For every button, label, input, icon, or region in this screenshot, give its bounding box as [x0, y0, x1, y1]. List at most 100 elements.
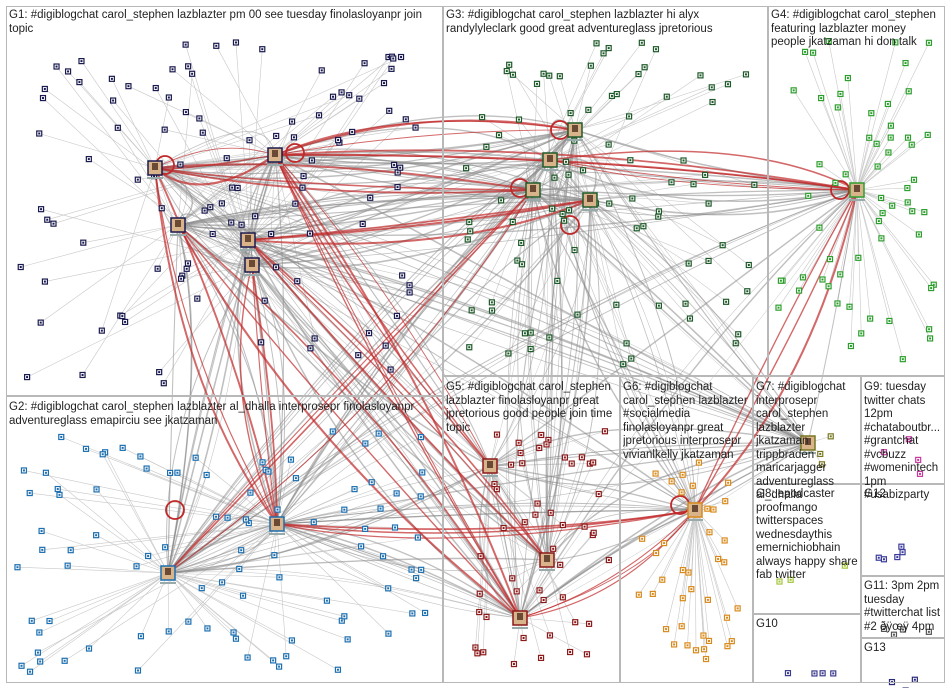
node-fill — [911, 210, 914, 213]
node-fill — [737, 333, 740, 336]
node-fill — [332, 95, 335, 98]
edge — [117, 127, 179, 226]
node-fill — [500, 199, 503, 202]
node-fill — [665, 628, 668, 631]
edge — [856, 189, 920, 235]
reply-edge — [247, 199, 591, 245]
node-fill — [545, 443, 548, 446]
edge — [154, 167, 809, 444]
edge — [140, 456, 278, 525]
hub-avatar — [274, 519, 280, 526]
edge — [137, 523, 278, 671]
node-fill — [16, 566, 19, 569]
node-fill — [682, 159, 685, 162]
node-fill — [746, 290, 749, 293]
node-fill — [318, 114, 321, 117]
node-fill — [221, 581, 224, 584]
node-fill — [358, 97, 361, 100]
node-fill — [100, 329, 103, 332]
node-fill — [191, 72, 194, 75]
node-fill — [139, 455, 142, 458]
edge — [489, 129, 578, 467]
edge — [849, 189, 858, 307]
reply-edge — [274, 129, 576, 156]
node-fill — [628, 115, 631, 118]
reply-edge — [694, 189, 858, 511]
edge — [167, 199, 591, 574]
edge — [489, 465, 599, 495]
reply-edge — [154, 167, 534, 191]
node-fill — [78, 81, 81, 84]
node-fill — [607, 143, 610, 146]
node-fill — [570, 462, 573, 465]
node-fill — [877, 220, 880, 223]
node-fill — [875, 142, 878, 145]
edge — [42, 523, 278, 551]
node-fill — [135, 565, 138, 568]
node-fill — [690, 588, 693, 591]
node-fill — [708, 639, 711, 642]
edge — [837, 107, 858, 191]
group-label-g1: G1: #digiblogchat carol_stephen lazblazt… — [9, 9, 422, 35]
node-fill — [508, 63, 511, 66]
edge — [574, 129, 736, 344]
node-fill — [792, 89, 795, 92]
edge — [856, 42, 930, 191]
group-label-g10: G10 — [756, 618, 778, 630]
node-fill — [556, 279, 559, 282]
node-fill — [923, 211, 926, 214]
node-fill — [585, 653, 588, 656]
node-fill — [249, 491, 252, 494]
node-fill — [88, 647, 91, 650]
node-fill — [520, 263, 523, 266]
node-fill — [681, 473, 684, 476]
group-label-g7: G7: #digiblogchat interprosepr carol_ste… — [756, 381, 846, 501]
node-fill — [917, 233, 920, 236]
node-fill — [657, 210, 660, 213]
edge — [856, 113, 872, 191]
node-fill — [563, 456, 566, 459]
edge — [235, 42, 253, 266]
node-fill — [930, 287, 933, 290]
edge — [276, 523, 426, 614]
node-fill — [275, 134, 278, 137]
hub-caption-bar — [539, 569, 555, 571]
node-fill — [200, 587, 203, 590]
node-fill — [121, 315, 124, 318]
node-fill — [706, 507, 709, 510]
node-fill — [136, 178, 139, 181]
edge — [158, 264, 253, 373]
reply-edge — [167, 189, 534, 574]
edge — [247, 239, 809, 444]
node-fill — [548, 634, 551, 637]
node-fill — [637, 593, 640, 596]
node-fill — [839, 92, 842, 95]
edge — [167, 431, 334, 574]
group-panel-g4 — [768, 6, 945, 376]
edge — [177, 224, 183, 276]
edge — [247, 239, 809, 444]
edge — [856, 42, 896, 191]
edge — [850, 189, 858, 347]
edge — [247, 182, 534, 241]
node-fill — [278, 576, 281, 579]
edge — [154, 167, 696, 511]
node-fill — [87, 158, 90, 161]
node-fill — [592, 531, 595, 534]
edge — [276, 442, 809, 525]
edge — [167, 572, 342, 621]
edge — [856, 189, 862, 334]
edge — [251, 264, 521, 619]
node-fill — [576, 313, 579, 316]
node-fill — [836, 106, 839, 109]
node-fill — [692, 183, 695, 186]
node-fill — [778, 580, 781, 583]
edge — [489, 447, 540, 467]
node-fill — [336, 668, 339, 671]
edge — [807, 189, 858, 444]
node-fill — [101, 453, 104, 456]
edge — [101, 167, 156, 331]
node-fill — [60, 435, 63, 438]
node-fill — [753, 183, 756, 186]
node-fill — [522, 637, 525, 640]
